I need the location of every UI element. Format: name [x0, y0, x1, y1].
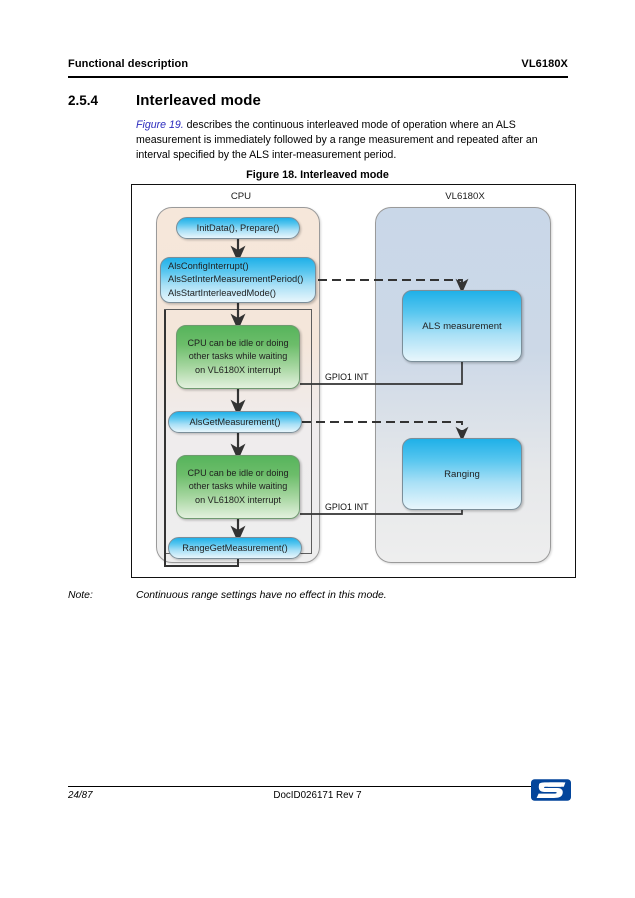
node-cpu-idle-1-line-1: CPU can be idle or doing	[187, 337, 289, 348]
body-paragraph: Figure 19. describes the continuous inte…	[136, 118, 556, 164]
figure-frame: CPU VL6180X	[131, 184, 576, 578]
node-ranging[interactable]: Ranging	[402, 438, 522, 510]
figure-caption: Figure 18. Interleaved mode	[246, 169, 389, 181]
node-cpu-idle-2[interactable]: CPU can be idle or doing other tasks whi…	[176, 455, 300, 519]
node-cpu-idle-2-line-3: on VL6180X interrupt	[195, 494, 281, 505]
node-cpu-idle-2-line-2: other tasks while waiting	[188, 481, 288, 492]
wire-label-gpio1-int-bottom: GPIO1 INT	[325, 502, 369, 512]
figure-inner: CPU VL6180X	[132, 185, 575, 577]
section-number: 2.5.4	[68, 93, 99, 108]
header-left-title: Functional description	[68, 58, 189, 70]
node-als-config-lines: AlsConfigInterrupt() AlsSetInterMeasurem…	[168, 260, 303, 301]
node-cpu-idle-1[interactable]: CPU can be idle or doing other tasks whi…	[176, 325, 300, 389]
node-als-config[interactable]: AlsConfigInterrupt() AlsSetInterMeasurem…	[160, 257, 316, 303]
node-als-config-line-3: AlsStartInterleavedMode()	[168, 287, 276, 298]
footer-divider	[68, 786, 568, 788]
node-init-prepare[interactable]: InitData(), Prepare()	[176, 217, 300, 239]
note-text: Continuous range settings have no effect…	[136, 590, 387, 601]
node-als-config-line-2: AlsSetInterMeasurementPeriod()	[168, 274, 304, 285]
st-logo-icon	[531, 779, 571, 801]
node-ranging-label: Ranging	[444, 468, 480, 480]
node-range-get-measurement[interactable]: RangeGetMeasurement()	[168, 537, 302, 559]
node-als-config-line-1: AlsConfigInterrupt()	[168, 260, 249, 271]
node-als-get-measurement[interactable]: AlsGetMeasurement()	[168, 411, 302, 433]
wire-label-gpio1-int-top: GPIO1 INT	[325, 372, 369, 382]
header-right-title: VL6180X	[521, 58, 568, 70]
node-als-get-measurement-label: AlsGetMeasurement()	[189, 417, 281, 427]
node-cpu-idle-2-lines: CPU can be idle or doing other tasks whi…	[187, 467, 288, 507]
footer-page-number: 24/87	[68, 790, 93, 801]
node-range-get-measurement-label: RangeGetMeasurement()	[182, 543, 288, 553]
node-als-measurement-label: ALS measurement	[422, 320, 502, 332]
figure-cross-reference[interactable]: Figure 19.	[136, 119, 184, 131]
section-title: Interleaved mode	[136, 92, 261, 109]
note-label: Note:	[68, 590, 93, 601]
node-cpu-idle-1-line-3: on VL6180X interrupt	[195, 364, 281, 375]
node-cpu-idle-1-line-2: other tasks while waiting	[188, 351, 288, 362]
header-divider	[68, 76, 568, 78]
footer-doc-id: DocID026171 Rev 7	[273, 790, 362, 801]
node-cpu-idle-1-lines: CPU can be idle or doing other tasks whi…	[187, 337, 288, 377]
node-cpu-idle-2-line-1: CPU can be idle or doing	[187, 467, 289, 478]
node-init-prepare-label: InitData(), Prepare()	[196, 223, 280, 233]
column-label-cpu: CPU	[230, 191, 252, 202]
page-header: Functional description VL6180X	[68, 58, 568, 70]
node-als-measurement[interactable]: ALS measurement	[402, 290, 522, 362]
column-label-device: VL6180X	[445, 191, 485, 202]
paragraph-text: describes the continuous interleaved mod…	[136, 119, 538, 162]
